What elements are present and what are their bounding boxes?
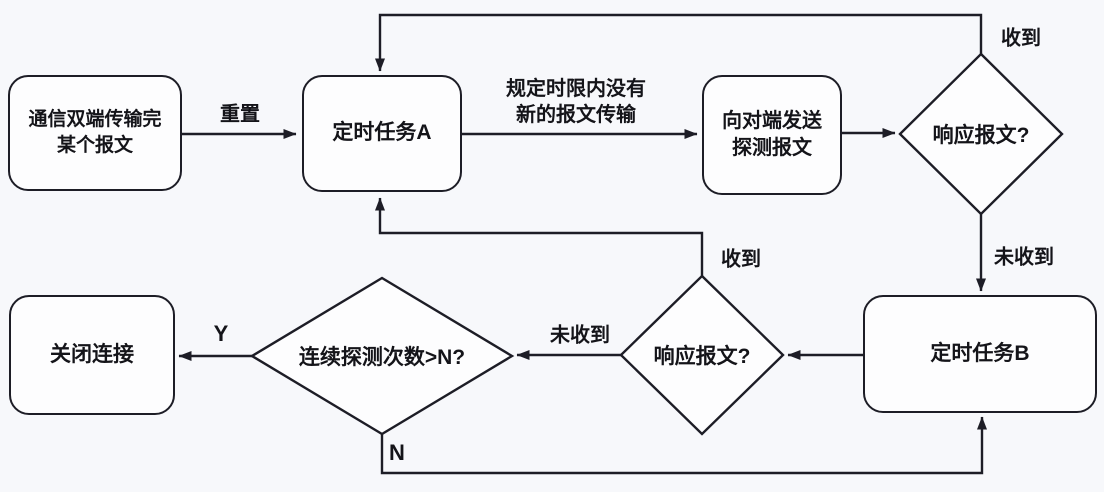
edge-label-timeout: 规定时限内没有 新的报文传输 — [506, 76, 646, 128]
node-timer-a: 定时任务A — [302, 75, 462, 192]
diamond-probe-count-check-label: 连续探测次数>N? — [298, 346, 466, 369]
edge-label-not-received-middle: 未收到 — [550, 324, 610, 347]
node-send-probe-line2: 探测报文 — [732, 137, 812, 159]
edge-probecount-no-loop — [380, 416, 987, 475]
edge-check2-received-loop — [375, 197, 704, 276]
node-send-probe: 向对端发送 探测报文 — [702, 75, 842, 195]
node-transmission-done-line2: 某个报文 — [56, 135, 133, 156]
node-transmission-done: 通信双端传输完 某个报文 — [8, 75, 182, 191]
node-close-connection-label: 关闭连接 — [50, 342, 134, 366]
edge-label-no: N — [389, 440, 405, 465]
node-transmission-done-line1: 通信双端传输完 — [28, 109, 162, 131]
edge-check1-received-loop — [375, 13, 983, 72]
edge-label-not-received-right: 未收到 — [994, 246, 1054, 269]
edge-label-timeout-line1: 规定时限内没有 — [506, 78, 646, 100]
diamond-response-check-1-label: 响应报文? — [932, 124, 1030, 147]
node-timer-b: 定时任务B — [863, 295, 1097, 413]
diamond-response-check-2 — [619, 274, 785, 436]
edge-label-timeout-line2: 新的报文传输 — [516, 104, 636, 126]
node-timer-b-label: 定时任务B — [930, 341, 1030, 365]
node-timer-a-label: 定时任务A — [332, 121, 432, 145]
edge-label-reset: 重置 — [220, 103, 260, 126]
node-send-probe-line1: 向对端发送 — [722, 110, 822, 132]
edge-label-received-middle: 收到 — [721, 248, 761, 271]
edge-label-received-top: 收到 — [1001, 27, 1041, 50]
diamond-response-check-2-label: 响应报文? — [653, 345, 751, 368]
node-close-connection: 关闭连接 — [9, 295, 175, 415]
edge-label-yes: Y — [213, 321, 229, 346]
